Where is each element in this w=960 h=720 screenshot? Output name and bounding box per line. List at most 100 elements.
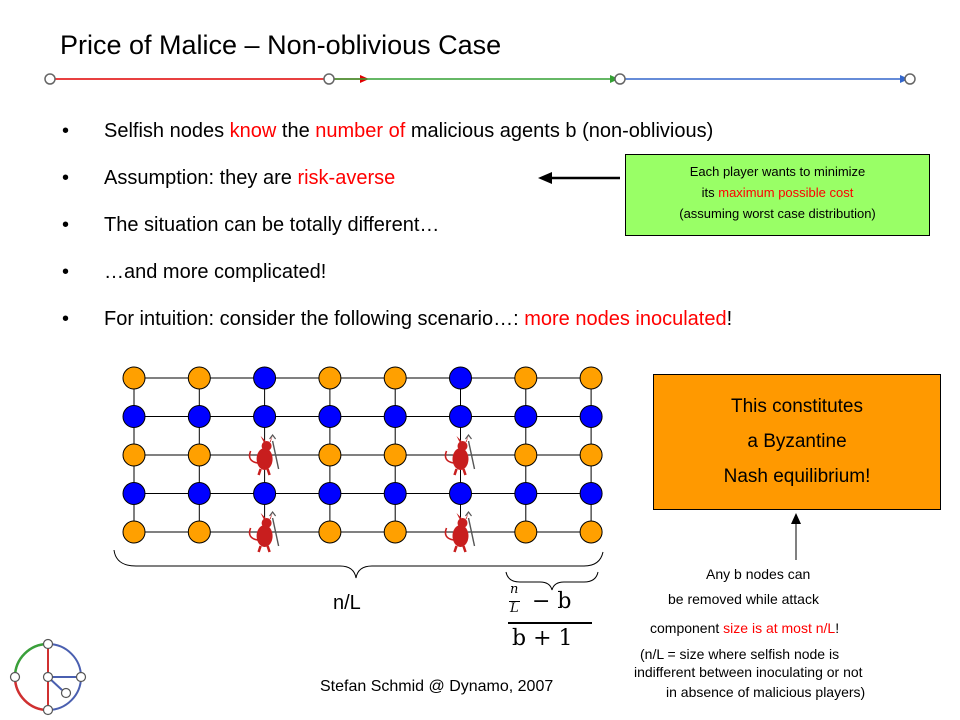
note-line: be removed while attack <box>668 591 819 607</box>
bullet-text: The situation can be totally different… <box>104 214 440 236</box>
rule-node <box>614 73 626 85</box>
fraction-n: n <box>510 582 519 597</box>
orange-callout-line: Nash equilibrium! <box>723 466 871 487</box>
bullet-item: • Assumption: they are risk-averse <box>62 163 732 210</box>
node-inoculated-blue <box>383 482 407 505</box>
node-inoculated-blue <box>449 482 472 505</box>
green-callout-highlight: maximum possible cost <box>718 185 854 200</box>
note-highlight: size is at most n/L <box>723 620 836 636</box>
node-inoculated-blue <box>253 482 277 505</box>
bullet-marker: • <box>62 308 70 330</box>
rule-node <box>323 73 335 85</box>
note-line: (n/L = size where selfish node is <box>640 646 840 662</box>
bullet-text: the <box>276 120 316 142</box>
node-selfish-orange <box>579 366 603 390</box>
orange-callout: This constitutes a Byzantine Nash equili… <box>653 374 941 510</box>
note-text: ! <box>835 620 840 636</box>
bullet-item: • The situation can be totally different… <box>62 210 732 257</box>
node-selfish-orange <box>383 520 407 544</box>
callout-arrow-head <box>538 172 552 184</box>
note-line: Any b nodes can <box>706 566 811 582</box>
node-selfish-orange <box>122 366 146 390</box>
bullet-marker: • <box>62 120 70 142</box>
node-inoculated-blue <box>318 482 342 505</box>
node-inoculated-blue <box>253 366 277 390</box>
bullet-item: • Selfish nodes know the number of malici… <box>62 116 732 163</box>
node-inoculated-blue <box>253 405 277 428</box>
bullet-marker: • <box>62 214 70 236</box>
fraction-bar <box>508 622 592 624</box>
bullet-text: …and more complicated! <box>104 261 327 283</box>
footer-credit: Stefan Schmid @ Dynamo, 2007 <box>320 678 554 695</box>
node-selfish-orange <box>318 443 342 467</box>
node-inoculated-blue <box>579 405 603 428</box>
title-rule <box>44 73 916 85</box>
bullet-marker: • <box>62 261 70 283</box>
bullet-list: • Selfish nodes know the number of malici… <box>62 116 732 351</box>
bullet-highlight: risk-averse <box>297 167 396 189</box>
brace-small <box>505 571 599 591</box>
note-line: component size is at most n/L! <box>650 620 839 636</box>
node-selfish-orange <box>514 366 538 390</box>
bullet-text: For intuition: consider the following sc… <box>104 308 525 330</box>
fraction-inner-bar <box>509 601 520 602</box>
node-selfish-orange <box>187 520 211 544</box>
bullet-text: ! <box>726 308 733 330</box>
note-text: component <box>650 620 724 636</box>
node-selfish-orange <box>514 443 538 467</box>
node-selfish-orange <box>187 443 211 467</box>
devil-icon <box>248 434 280 476</box>
devil-icon <box>444 434 476 476</box>
rule-node <box>44 73 56 85</box>
bullet-highlight: more nodes inoculated <box>524 308 727 330</box>
bullet-text: malicious agents b (non-oblivious) <box>405 120 714 142</box>
node-selfish-orange <box>579 443 603 467</box>
fraction-L: L <box>510 601 519 616</box>
orange-callout-line: This constitutes <box>731 396 863 417</box>
rule-node <box>904 73 916 85</box>
node-inoculated-blue <box>383 405 407 428</box>
green-callout-line: (assuming worst case distribution) <box>679 206 876 221</box>
bullet-item: • …and more complicated! <box>62 257 732 304</box>
brace-large <box>113 549 604 579</box>
note-line: in absence of malicious players) <box>666 684 866 700</box>
node-selfish-orange <box>318 520 342 544</box>
bullet-marker: • <box>62 167 70 189</box>
node-selfish-orange <box>383 366 407 390</box>
devil-icon <box>248 511 280 553</box>
node-inoculated-blue <box>449 405 472 428</box>
node-inoculated-blue <box>514 482 538 505</box>
green-callout: Each player wants to minimize its maximu… <box>625 154 930 236</box>
node-selfish-orange <box>122 520 146 544</box>
node-inoculated-blue <box>187 405 211 428</box>
devil-icon <box>444 511 476 553</box>
bullet-item: • For intuition: consider the following s… <box>62 304 732 351</box>
bullet-highlight: number of <box>315 120 406 142</box>
node-selfish-orange <box>579 520 603 544</box>
slide-title: Price of Malice – Non-oblivious Case <box>60 30 502 60</box>
node-selfish-orange <box>318 366 342 390</box>
node-selfish-orange <box>514 520 538 544</box>
node-selfish-orange <box>122 443 146 467</box>
node-inoculated-blue <box>122 405 146 428</box>
node-selfish-orange <box>383 443 407 467</box>
note-line: indifferent between inoculating or not <box>634 664 863 680</box>
bullet-highlight: know <box>229 120 277 142</box>
green-callout-line: Each player wants to minimize <box>689 164 866 179</box>
node-selfish-orange <box>187 366 211 390</box>
node-inoculated-blue <box>122 482 146 505</box>
orange-callout-line: a Byzantine <box>747 431 847 452</box>
brace-label: n/L <box>333 592 361 614</box>
logo-icon <box>9 638 87 716</box>
fraction-minus-b: − b <box>532 589 572 614</box>
node-inoculated-blue <box>514 405 538 428</box>
node-inoculated-blue <box>187 482 211 505</box>
green-callout-line: its maximum possible cost <box>626 182 929 203</box>
bullet-text: Assumption: they are <box>104 167 298 189</box>
node-inoculated-blue <box>449 366 472 390</box>
fraction-denominator: b + 1 <box>512 626 573 651</box>
note-arrow-head <box>791 513 801 524</box>
bullet-text: Selfish nodes <box>104 120 230 142</box>
network-grid <box>122 366 603 553</box>
